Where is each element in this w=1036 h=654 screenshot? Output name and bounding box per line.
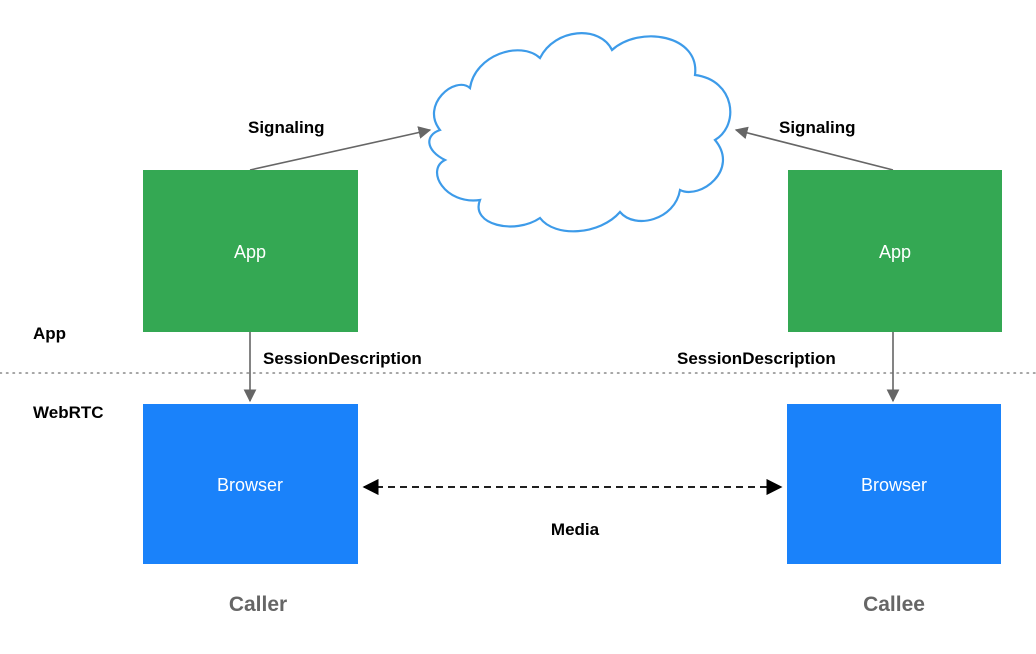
caller-app-label: App bbox=[234, 242, 266, 262]
callee-app-label: App bbox=[879, 242, 911, 262]
caller-signaling-arrow bbox=[249, 126, 432, 171]
callee-browser-box: Browser bbox=[787, 404, 1001, 564]
callee-app-box: App bbox=[788, 170, 1002, 332]
caller-session-label: SessionDescription bbox=[263, 349, 422, 368]
callee-signaling-arrow bbox=[734, 126, 894, 171]
media-label: Media bbox=[551, 520, 600, 539]
layer-label-webrtc: WebRTC bbox=[33, 403, 104, 422]
layer-label-app: App bbox=[33, 324, 66, 343]
caller-role-label: Caller bbox=[229, 593, 287, 616]
cloud-icon bbox=[428, 32, 732, 233]
callee-session-label: SessionDescription bbox=[677, 349, 836, 368]
caller-app-box: App bbox=[143, 170, 358, 332]
caller-signaling-label: Signaling bbox=[248, 118, 325, 137]
caller-browser-box: Browser bbox=[143, 404, 358, 564]
caller-browser-label: Browser bbox=[217, 475, 283, 495]
callee-signaling-label: Signaling bbox=[779, 118, 856, 137]
callee-role-label: Callee bbox=[863, 593, 925, 616]
callee-browser-label: Browser bbox=[861, 475, 927, 495]
